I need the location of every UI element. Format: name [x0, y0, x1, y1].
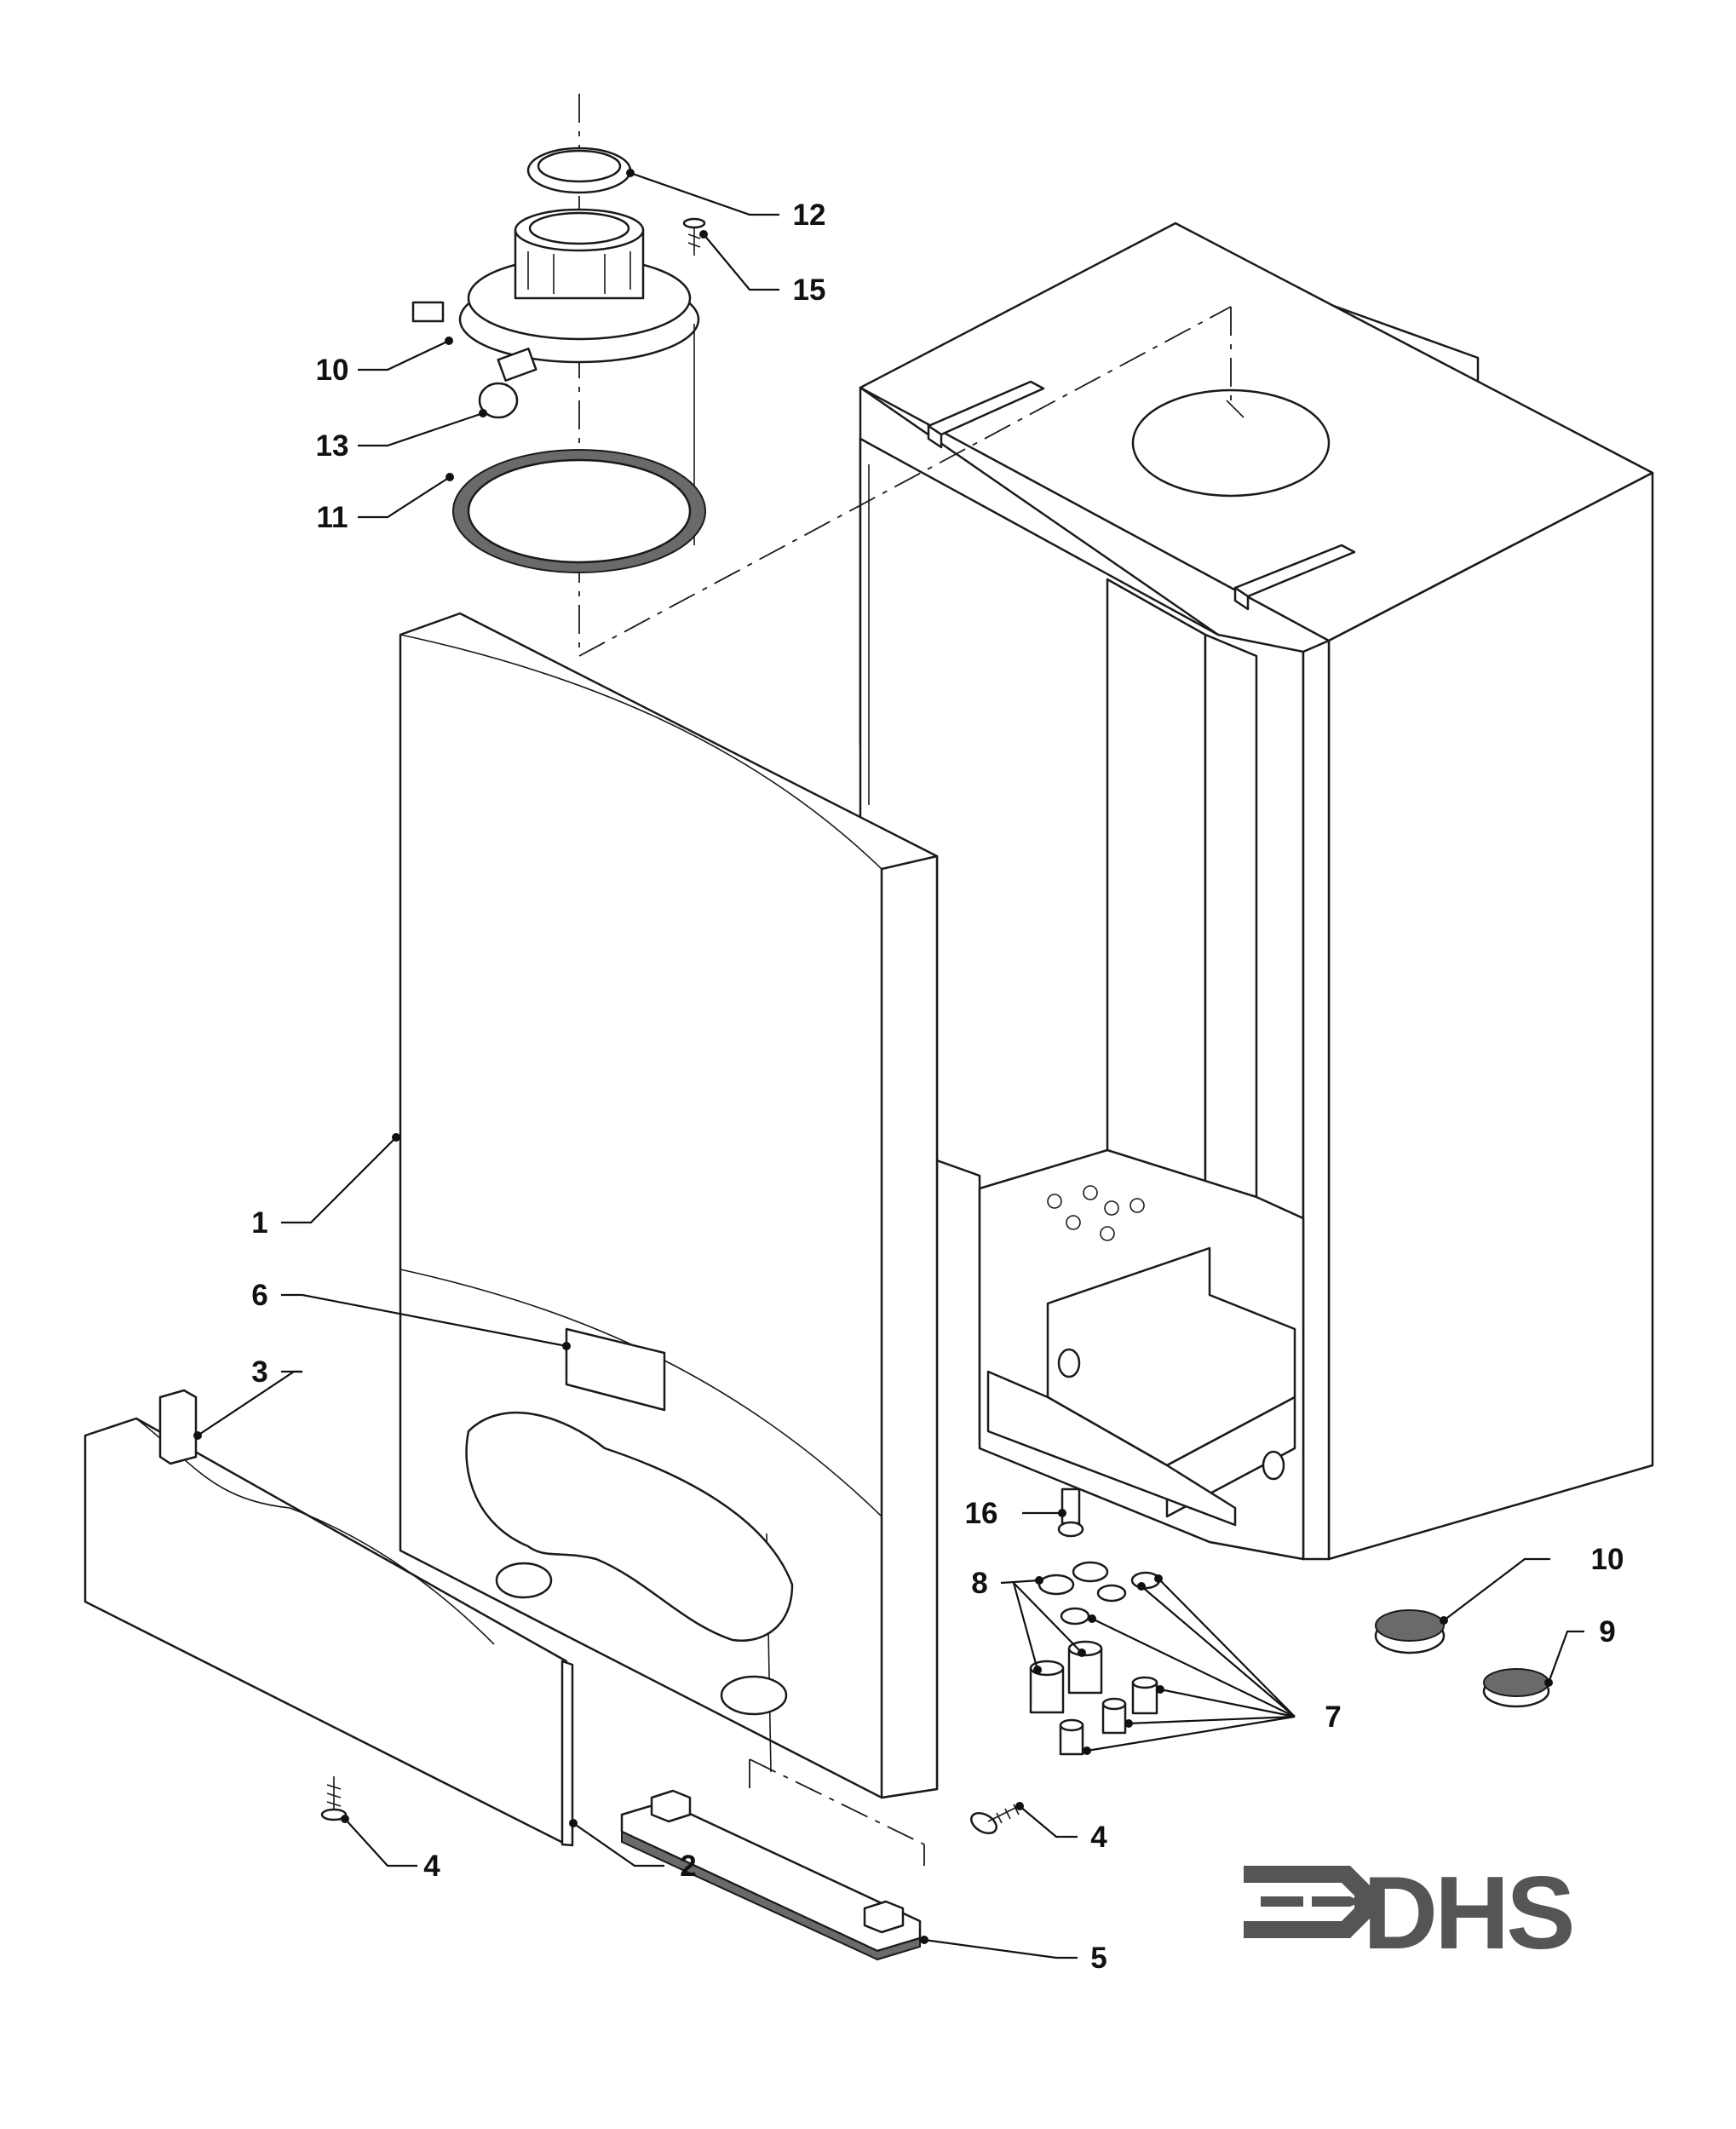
logo-text: DHS — [1363, 1855, 1572, 1971]
callouts: 12 15 10 13 11 1 6 3 4 — [193, 169, 1624, 1975]
logo-mark-icon — [1244, 1866, 1371, 1938]
callout-12: 11 — [317, 501, 348, 534]
part-3-block — [158, 1389, 198, 1465]
callout-14: 13 — [316, 429, 349, 463]
callout-13: 12 — [793, 199, 826, 232]
callout-7: 7 — [1325, 1700, 1341, 1734]
callout-10: 10 — [1591, 1543, 1624, 1576]
callout-4-left: 4 — [423, 1850, 440, 1883]
callout-4-right: 4 — [1090, 1821, 1107, 1854]
callout-9: 9 — [1599, 1615, 1615, 1649]
callout-6: 6 — [251, 1279, 267, 1312]
dhs-logo: DHS — [1244, 1855, 1576, 1971]
callout-15: 15 — [793, 273, 826, 307]
lower-door — [83, 1417, 574, 1847]
callout-3: 3 — [251, 1355, 267, 1389]
bottom-rail — [620, 1789, 922, 1961]
callout-1: 1 — [251, 1206, 267, 1240]
caps — [1374, 1609, 1550, 1708]
callout-5: 5 — [1090, 1942, 1107, 1975]
fittings — [1029, 1487, 1161, 1756]
boiler-casing — [859, 222, 1654, 1561]
callout-16: 16 — [965, 1497, 998, 1530]
callout-11: 10 — [316, 354, 349, 387]
front-panel — [399, 612, 939, 1799]
callout-8: 8 — [971, 1567, 987, 1600]
callout-2: 2 — [680, 1850, 696, 1883]
flue-assembly — [411, 147, 706, 573]
screw-parts — [320, 1776, 1023, 1835]
